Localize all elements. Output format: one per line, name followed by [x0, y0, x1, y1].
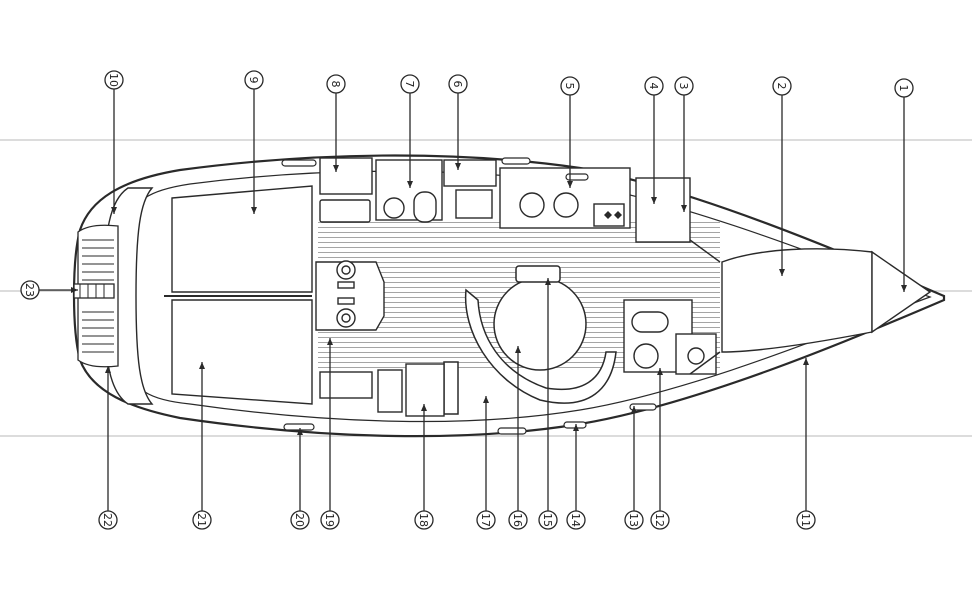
aft-cabins: [164, 185, 313, 405]
callout-label-20: 20: [293, 513, 306, 527]
callout-label-5: 5: [563, 83, 576, 90]
callout-circle-4: [644, 76, 664, 96]
callout-label-18: 18: [417, 513, 430, 527]
leader-arrow-20: [297, 428, 303, 435]
aft-berth-starboard: [171, 299, 313, 405]
leader-arrow-15: [545, 278, 551, 285]
callout-label-22: 22: [101, 513, 114, 527]
callout-circle-5: [560, 76, 580, 96]
callout-label-4: 4: [647, 83, 660, 90]
callout-circle-20: [290, 510, 310, 530]
callout-circle-14: [566, 510, 586, 530]
callout-circle-22: [98, 510, 118, 530]
leader-arrow-13: [631, 406, 637, 413]
callout-circle-18: [414, 510, 434, 530]
callout-circle-2: [772, 76, 792, 96]
starboard-fixtures: [319, 299, 717, 417]
companionway: [315, 260, 385, 331]
callout-label-1: 1: [897, 85, 910, 92]
aft-berth-port: [171, 185, 313, 293]
callout-label-19: 19: [323, 513, 336, 527]
leader-arrow-18: [421, 404, 427, 411]
callout-circle-9: [244, 70, 264, 90]
leader-lines: [39, 89, 907, 511]
leader-arrow-10: [111, 207, 117, 214]
callout-circle-7: [400, 74, 420, 94]
leader-arrow-4: [651, 197, 657, 204]
callout-circle-13: [624, 510, 644, 530]
leader-arrow-8: [333, 165, 339, 172]
callout-circle-19: [320, 510, 340, 530]
leader-arrow-17: [483, 396, 489, 403]
leader-arrow-3: [681, 205, 687, 212]
callout-label-6: 6: [451, 81, 464, 88]
callout-label-13: 13: [627, 513, 640, 527]
callout-label-10: 10: [107, 73, 120, 87]
callout-circle-3: [674, 76, 694, 96]
callout-label-14: 14: [569, 513, 582, 527]
leader-arrow-7: [407, 181, 413, 188]
callout-label-21: 21: [195, 513, 208, 527]
forward-cabin: [689, 239, 932, 375]
callout-circle-12: [650, 510, 670, 530]
leader-arrow-14: [573, 424, 579, 431]
callout-circle-15: [538, 510, 558, 530]
callout-label-9: 9: [247, 77, 260, 84]
callout-label-8: 8: [329, 81, 342, 88]
leader-arrow-6: [455, 163, 461, 170]
callout-label-11: 11: [799, 513, 812, 527]
callout-label-7: 7: [403, 81, 416, 88]
leader-arrow-11: [803, 358, 809, 365]
leader-arrow-1: [901, 285, 907, 292]
callout-label-17: 17: [479, 513, 492, 527]
leader-arrow-5: [567, 181, 573, 188]
callout-circle-1: [894, 78, 914, 98]
leader-arrow-12: [657, 368, 663, 375]
callout-label-15: 15: [541, 513, 554, 527]
callout-circle-8: [326, 74, 346, 94]
callout-circle-6: [448, 74, 468, 94]
leader-arrow-19: [327, 338, 333, 345]
callout-label-3: 3: [677, 83, 690, 90]
leader-arrow-23: [71, 287, 78, 293]
callout-circle-17: [476, 510, 496, 530]
port-fixtures: [319, 157, 691, 243]
leader-arrow-16: [515, 346, 521, 353]
callout-circle-10: [104, 70, 124, 90]
callout-circle-11: [796, 510, 816, 530]
callout-label-16: 16: [511, 513, 524, 527]
stern-platform: [73, 224, 119, 368]
leader-arrow-9: [251, 207, 257, 214]
leader-arrow-22: [105, 366, 111, 373]
callout-label-2: 2: [775, 83, 788, 90]
saloon-table: [443, 265, 617, 415]
callout-circle-21: [192, 510, 212, 530]
callout-circle-23: [20, 280, 40, 300]
callout-circle-16: [508, 510, 528, 530]
callout-label-23: 23: [23, 283, 36, 297]
leader-arrow-21: [199, 362, 205, 369]
leader-arrow-2: [779, 269, 785, 276]
callout-label-12: 12: [653, 513, 666, 527]
